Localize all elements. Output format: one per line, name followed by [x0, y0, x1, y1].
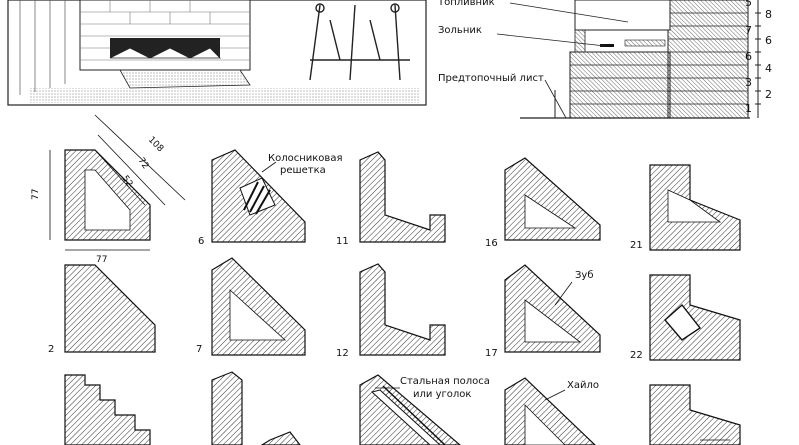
figure-1: 77 77 52 72 108 [31, 114, 186, 265]
figure-number-21: 21 [630, 240, 643, 251]
figure-number-7: 7 [196, 344, 202, 355]
figure-number-17: 17 [485, 348, 498, 359]
figure-number-11: 11 [336, 236, 349, 247]
figure-11: 11 [336, 151, 446, 247]
block-row-2: 2 7 12 Зуб 17 22 [48, 257, 741, 361]
figure-16: 16 [485, 157, 601, 249]
callout-steel-line1: Стальная полоса [400, 376, 490, 387]
dim-72: 72 [136, 156, 151, 171]
scale-left-5: 1 [745, 102, 752, 115]
figure-21: 21 [630, 164, 741, 251]
figure-3 [64, 374, 151, 445]
figure-number-12: 12 [336, 348, 349, 359]
callout-steel-line2: или уголок [413, 389, 471, 400]
scale-left-2: 7 [745, 24, 752, 37]
scale-right-4: 2 [765, 88, 772, 101]
figure-8 [211, 371, 301, 445]
label-pre-firebox-sheet: Предтопочный лист [438, 73, 544, 84]
dim-108: 108 [146, 135, 165, 154]
dim-height: 77 [31, 189, 41, 200]
block-row-3: Стальная полоса или уголок Хайло [64, 371, 741, 445]
scale-right-3: 4 [765, 62, 772, 75]
scale-left-4: 3 [745, 76, 752, 89]
figure-2: 2 [48, 264, 156, 355]
callout-grate-line2: решетка [280, 165, 326, 176]
figure-number-22: 22 [630, 350, 643, 361]
figure-22: 22 [630, 274, 741, 361]
scale-left-1: 5 [745, 0, 752, 9]
scale-right-2: 6 [765, 34, 772, 47]
figure-number-6: 6 [198, 236, 204, 247]
figure-7: 7 [196, 257, 306, 356]
block-row-1: 77 77 52 72 108 Колосниковая решетка 6 1… [31, 114, 741, 265]
figure-17: Зуб 17 [485, 264, 601, 359]
stove-illustration [7, 0, 427, 106]
stove-section-diagram: Топливник Зольник Предтопочный лист 5 7 … [432, 0, 795, 119]
figure-number-16: 16 [485, 238, 498, 249]
callout-grate-line1: Колосниковая [268, 153, 342, 164]
callout-throat: Хайло [567, 380, 599, 391]
scale-right-1: 8 [765, 8, 772, 21]
callout-tooth: Зуб [575, 270, 594, 281]
figure-18: Хайло [504, 377, 599, 445]
figure-13: Стальная полоса или уголок [359, 374, 490, 445]
label-ash-pit: Зольник [438, 25, 482, 36]
scale-left-3: 6 [745, 50, 752, 63]
figure-6: Колосниковая решетка 6 [198, 149, 342, 247]
figure-23 [649, 384, 741, 445]
label-firebox: Топливник [437, 0, 495, 8]
figure-12: 12 [336, 263, 446, 359]
dim-base: 77 [96, 255, 107, 265]
figure-number-2: 2 [48, 344, 54, 355]
